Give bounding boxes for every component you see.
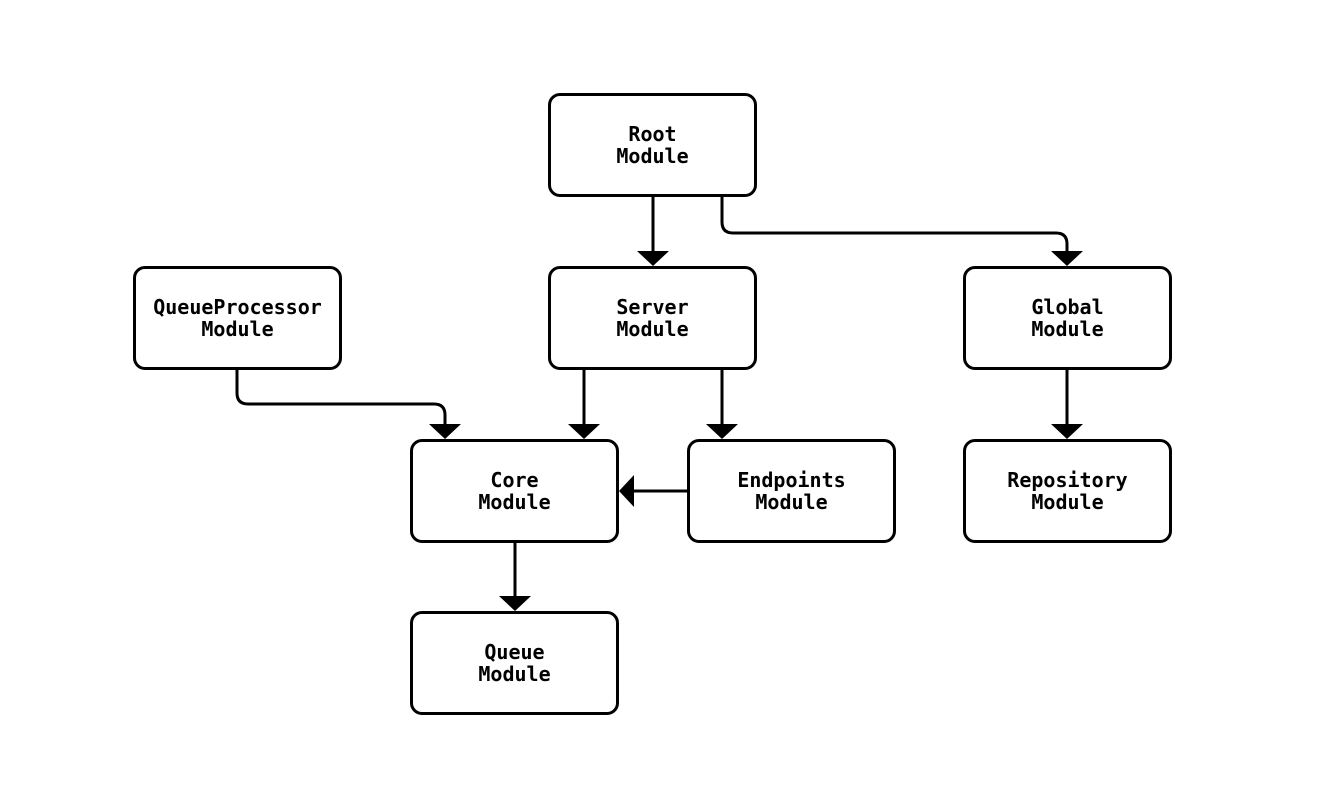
node-label-line: Module xyxy=(1031,317,1104,341)
node-label-line: Queue xyxy=(484,640,545,664)
node-label-line: Core xyxy=(490,468,539,492)
arrowhead-queueprocessor-to-core xyxy=(429,424,461,439)
node-label-line: QueueProcessor xyxy=(153,295,322,319)
arrowhead-root-to-global xyxy=(1051,251,1083,266)
arrowhead-core-to-queue xyxy=(499,596,531,611)
edge-queueprocessor-to-core xyxy=(235,370,447,424)
node-label-line: Root xyxy=(628,122,677,146)
node-label-line: Module xyxy=(478,490,551,514)
node-label-line: Module xyxy=(755,490,828,514)
arrowhead-root-to-server xyxy=(637,251,669,266)
node-label-line: Repository xyxy=(1007,468,1128,492)
arrowhead-server-to-endpoints xyxy=(706,424,738,439)
arrowhead-global-to-repository xyxy=(1051,424,1083,439)
arrowhead-endpoints-to-core xyxy=(619,475,634,507)
node-label-line: Module xyxy=(616,317,689,341)
node-label-line: Server xyxy=(616,295,689,319)
node-label-line: Module xyxy=(616,144,689,168)
node-label-line: Module xyxy=(1031,490,1104,514)
arrowhead-server-to-core xyxy=(568,424,600,439)
node-label-line: Module xyxy=(201,317,274,341)
edge-root-to-global xyxy=(720,197,1069,251)
node-label-line: Module xyxy=(478,662,551,686)
node-label-line: Endpoints xyxy=(737,468,846,492)
node-label-line: Global xyxy=(1031,295,1104,319)
